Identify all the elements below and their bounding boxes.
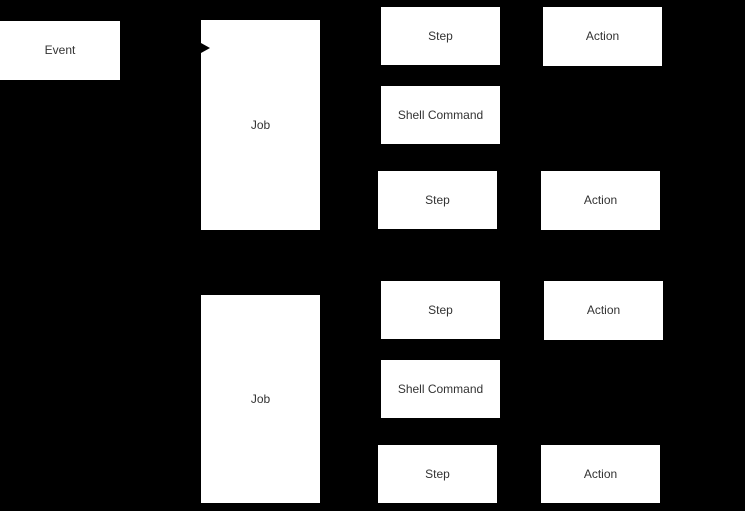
node-label-step-3: Step bbox=[428, 302, 453, 317]
node-label-action-3: Action bbox=[586, 303, 621, 318]
node-step-2: Step bbox=[378, 171, 497, 229]
node-label-action-4: Action bbox=[583, 466, 618, 481]
arrowhead-icon bbox=[201, 43, 210, 53]
node-label-action-2: Action bbox=[583, 193, 618, 208]
node-job-2: Job bbox=[201, 295, 320, 503]
node-label-step-4: Step bbox=[425, 466, 450, 481]
node-shell-command-2: Shell Command bbox=[381, 360, 500, 418]
node-label-job-2: Job bbox=[250, 391, 271, 406]
node-action-2: Action bbox=[541, 171, 660, 230]
node-label-step-1: Step bbox=[428, 28, 453, 43]
node-label-shell-command-1: Shell Command bbox=[397, 107, 484, 122]
node-action-1: Action bbox=[543, 7, 662, 66]
node-label-shell-command-2: Shell Command bbox=[397, 381, 484, 396]
node-shell-command-1: Shell Command bbox=[381, 86, 500, 144]
node-step-3: Step bbox=[381, 281, 500, 339]
edge-line-event-to-job-1 bbox=[120, 48, 202, 51]
node-label-job-1: Job bbox=[250, 117, 271, 132]
node-label-step-2: Step bbox=[425, 192, 450, 207]
node-action-4: Action bbox=[541, 445, 660, 503]
node-action-3: Action bbox=[544, 281, 663, 340]
node-step-1: Step bbox=[381, 7, 500, 65]
node-event: Event bbox=[0, 21, 120, 80]
node-job-1: Job bbox=[201, 20, 320, 230]
node-label-action-1: Action bbox=[585, 29, 620, 44]
node-label-event: Event bbox=[44, 43, 76, 58]
node-step-4: Step bbox=[378, 445, 497, 503]
